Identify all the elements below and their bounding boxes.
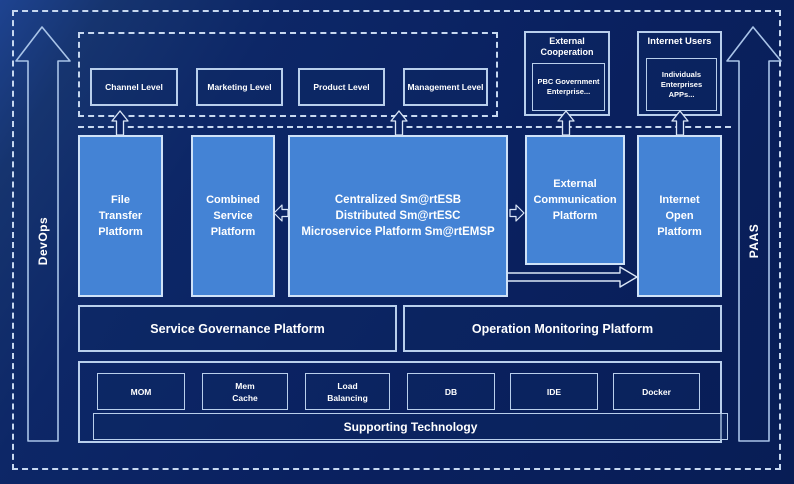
supporting-technology-banner: Supporting Technology bbox=[93, 413, 728, 440]
channel-level-box: Channel Level bbox=[90, 68, 178, 106]
up-arrow-icon bbox=[671, 110, 689, 136]
combined-service-platform-label: Combined Service Platform bbox=[206, 194, 260, 238]
marketing-level-box: Marketing Level bbox=[196, 68, 283, 106]
tech-box-mom: MOM bbox=[97, 373, 185, 410]
tech-label: Load Balancing bbox=[327, 380, 368, 403]
levels-dashed-group bbox=[78, 32, 498, 117]
paas-up-arrow-icon bbox=[726, 26, 782, 442]
tech-box-db: DB bbox=[407, 373, 495, 410]
devops-rail-label: DevOps bbox=[36, 216, 50, 266]
tech-box-load-balancing: Load Balancing bbox=[305, 373, 390, 410]
supporting-technology-label: Supporting Technology bbox=[343, 419, 478, 434]
supporting-technology-container bbox=[78, 361, 722, 443]
left-arrow-icon bbox=[273, 204, 289, 222]
management-level-box: Management Level bbox=[403, 68, 488, 106]
internet-users-members: Individuals Enterprises APPs... bbox=[660, 69, 703, 99]
external-communication-platform-label: External Communication Platform bbox=[533, 178, 617, 222]
up-arrow-icon bbox=[111, 110, 129, 136]
up-arrow-icon bbox=[390, 110, 408, 136]
management-level-label: Management Level bbox=[407, 82, 484, 92]
channel-level-label: Channel Level bbox=[105, 82, 163, 92]
devops-up-arrow-icon bbox=[15, 26, 71, 442]
tech-label: MOM bbox=[130, 386, 152, 397]
tech-label: Docker bbox=[642, 386, 671, 397]
operation-monitoring-platform-box: Operation Monitoring Platform bbox=[403, 305, 722, 352]
up-arrow-icon bbox=[557, 110, 575, 136]
outer-dashed-frame bbox=[12, 10, 781, 470]
external-cooperation-title: External Cooperation bbox=[540, 36, 594, 57]
product-level-label: Product Level bbox=[313, 82, 370, 92]
service-governance-platform-label: Service Governance Platform bbox=[150, 321, 325, 336]
marketing-level-label: Marketing Level bbox=[207, 82, 272, 92]
product-level-box: Product Level bbox=[298, 68, 385, 106]
paas-rail-label: PAAS bbox=[747, 223, 761, 259]
internet-open-platform-label: Internet Open Platform bbox=[657, 194, 702, 238]
flow-arrow-right-icon bbox=[508, 266, 638, 288]
external-cooperation-members: PBC Government Enterprise... bbox=[537, 77, 600, 96]
internet-users-members-box: Individuals Enterprises APPs... bbox=[646, 58, 717, 111]
tech-label: DB bbox=[444, 386, 458, 397]
central-esb-platform-label: Centralized Sm@rtESB Distributed Sm@rtES… bbox=[301, 194, 495, 238]
internet-open-platform-box: Internet Open Platform bbox=[637, 135, 722, 297]
tech-label: IDE bbox=[546, 386, 562, 397]
combined-service-platform-box: Combined Service Platform bbox=[191, 135, 275, 297]
tech-label: Mem Cache bbox=[232, 380, 258, 403]
tech-box-ide: IDE bbox=[510, 373, 598, 410]
internet-users-box: Internet Users Individuals Enterprises A… bbox=[637, 31, 722, 116]
tech-box-mem-cache: Mem Cache bbox=[202, 373, 288, 410]
external-cooperation-members-box: PBC Government Enterprise... bbox=[532, 63, 605, 111]
internet-users-title: Internet Users bbox=[647, 36, 712, 47]
operation-monitoring-platform-label: Operation Monitoring Platform bbox=[471, 321, 654, 336]
right-arrow-icon bbox=[509, 204, 525, 222]
external-communication-platform-box: External Communication Platform bbox=[525, 135, 625, 265]
central-esb-platform-box: Centralized Sm@rtESB Distributed Sm@rtES… bbox=[288, 135, 508, 297]
service-governance-platform-box: Service Governance Platform bbox=[78, 305, 397, 352]
file-transfer-platform-label: File Transfer Platform bbox=[98, 194, 143, 238]
file-transfer-platform-box: File Transfer Platform bbox=[78, 135, 163, 297]
tier-separator-dashed-line bbox=[78, 126, 731, 128]
external-cooperation-box: External Cooperation PBC Government Ente… bbox=[524, 31, 610, 116]
tech-box-docker: Docker bbox=[613, 373, 700, 410]
